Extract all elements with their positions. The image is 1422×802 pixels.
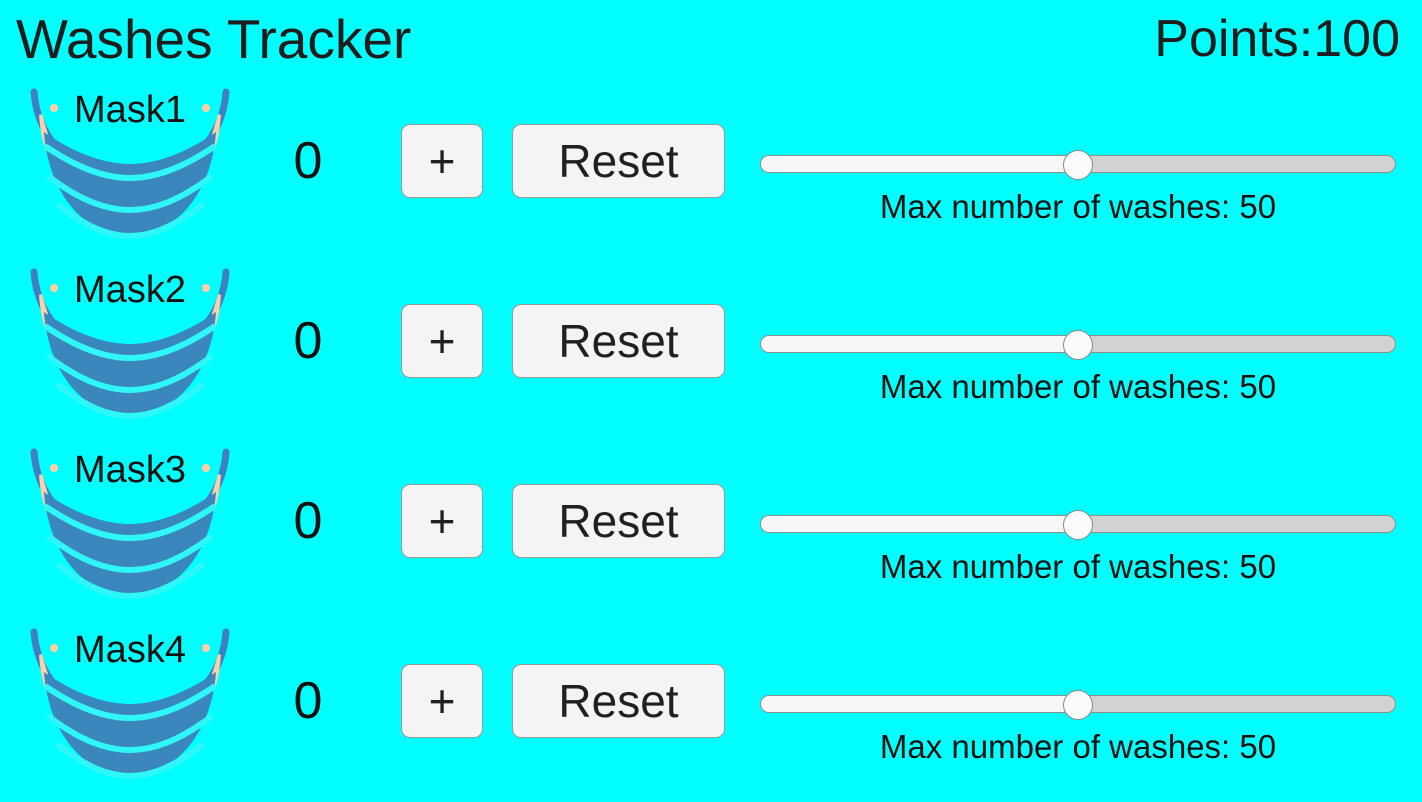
points-display: Points:100 xyxy=(1154,10,1400,68)
max-washes-slider[interactable] xyxy=(758,322,1398,362)
wash-count: 0 xyxy=(293,492,323,550)
app-header: Washes Tracker Points:100 xyxy=(0,0,1422,80)
increment-button[interactable]: + xyxy=(401,124,483,198)
wash-count: 0 xyxy=(293,132,323,190)
max-washes-caption: Max number of washes: 50 xyxy=(879,548,1277,585)
max-washes-caption: Max number of washes: 50 xyxy=(879,368,1277,405)
wash-count: 0 xyxy=(293,312,323,370)
max-washes-caption: Max number of washes: 50 xyxy=(879,188,1277,225)
mask-row: Mask3 0 + Reset Max number of washes: 50 xyxy=(0,442,1422,622)
face-mask-icon xyxy=(12,84,248,256)
slider-thumb[interactable] xyxy=(1063,510,1093,540)
face-mask-icon xyxy=(12,264,248,436)
face-mask-icon xyxy=(12,624,248,796)
slider-thumb[interactable] xyxy=(1063,150,1093,180)
increment-button[interactable]: + xyxy=(401,304,483,378)
max-washes-caption: Max number of washes: 50 xyxy=(879,728,1277,765)
mask-row: Mask1 0 + Reset Max number of washes: 50 xyxy=(0,82,1422,262)
increment-button[interactable]: + xyxy=(401,484,483,558)
max-washes-slider[interactable] xyxy=(758,142,1398,182)
reset-button[interactable]: Reset xyxy=(512,664,725,738)
reset-button[interactable]: Reset xyxy=(512,124,725,198)
max-washes-slider[interactable] xyxy=(758,502,1398,542)
reset-button[interactable]: Reset xyxy=(512,484,725,558)
slider-fill xyxy=(761,156,1078,172)
slider-fill xyxy=(761,336,1078,352)
page-title: Washes Tracker xyxy=(16,8,412,70)
reset-button[interactable]: Reset xyxy=(512,304,725,378)
slider-fill xyxy=(761,516,1078,532)
max-washes-slider[interactable] xyxy=(758,682,1398,722)
increment-button[interactable]: + xyxy=(401,664,483,738)
mask-row: Mask2 0 + Reset Max number of washes: 50 xyxy=(0,262,1422,442)
slider-fill xyxy=(761,696,1078,712)
slider-thumb[interactable] xyxy=(1063,690,1093,720)
mask-row: Mask4 0 + Reset Max number of washes: 50 xyxy=(0,622,1422,802)
face-mask-icon xyxy=(12,444,248,616)
wash-count: 0 xyxy=(293,672,323,730)
slider-thumb[interactable] xyxy=(1063,330,1093,360)
